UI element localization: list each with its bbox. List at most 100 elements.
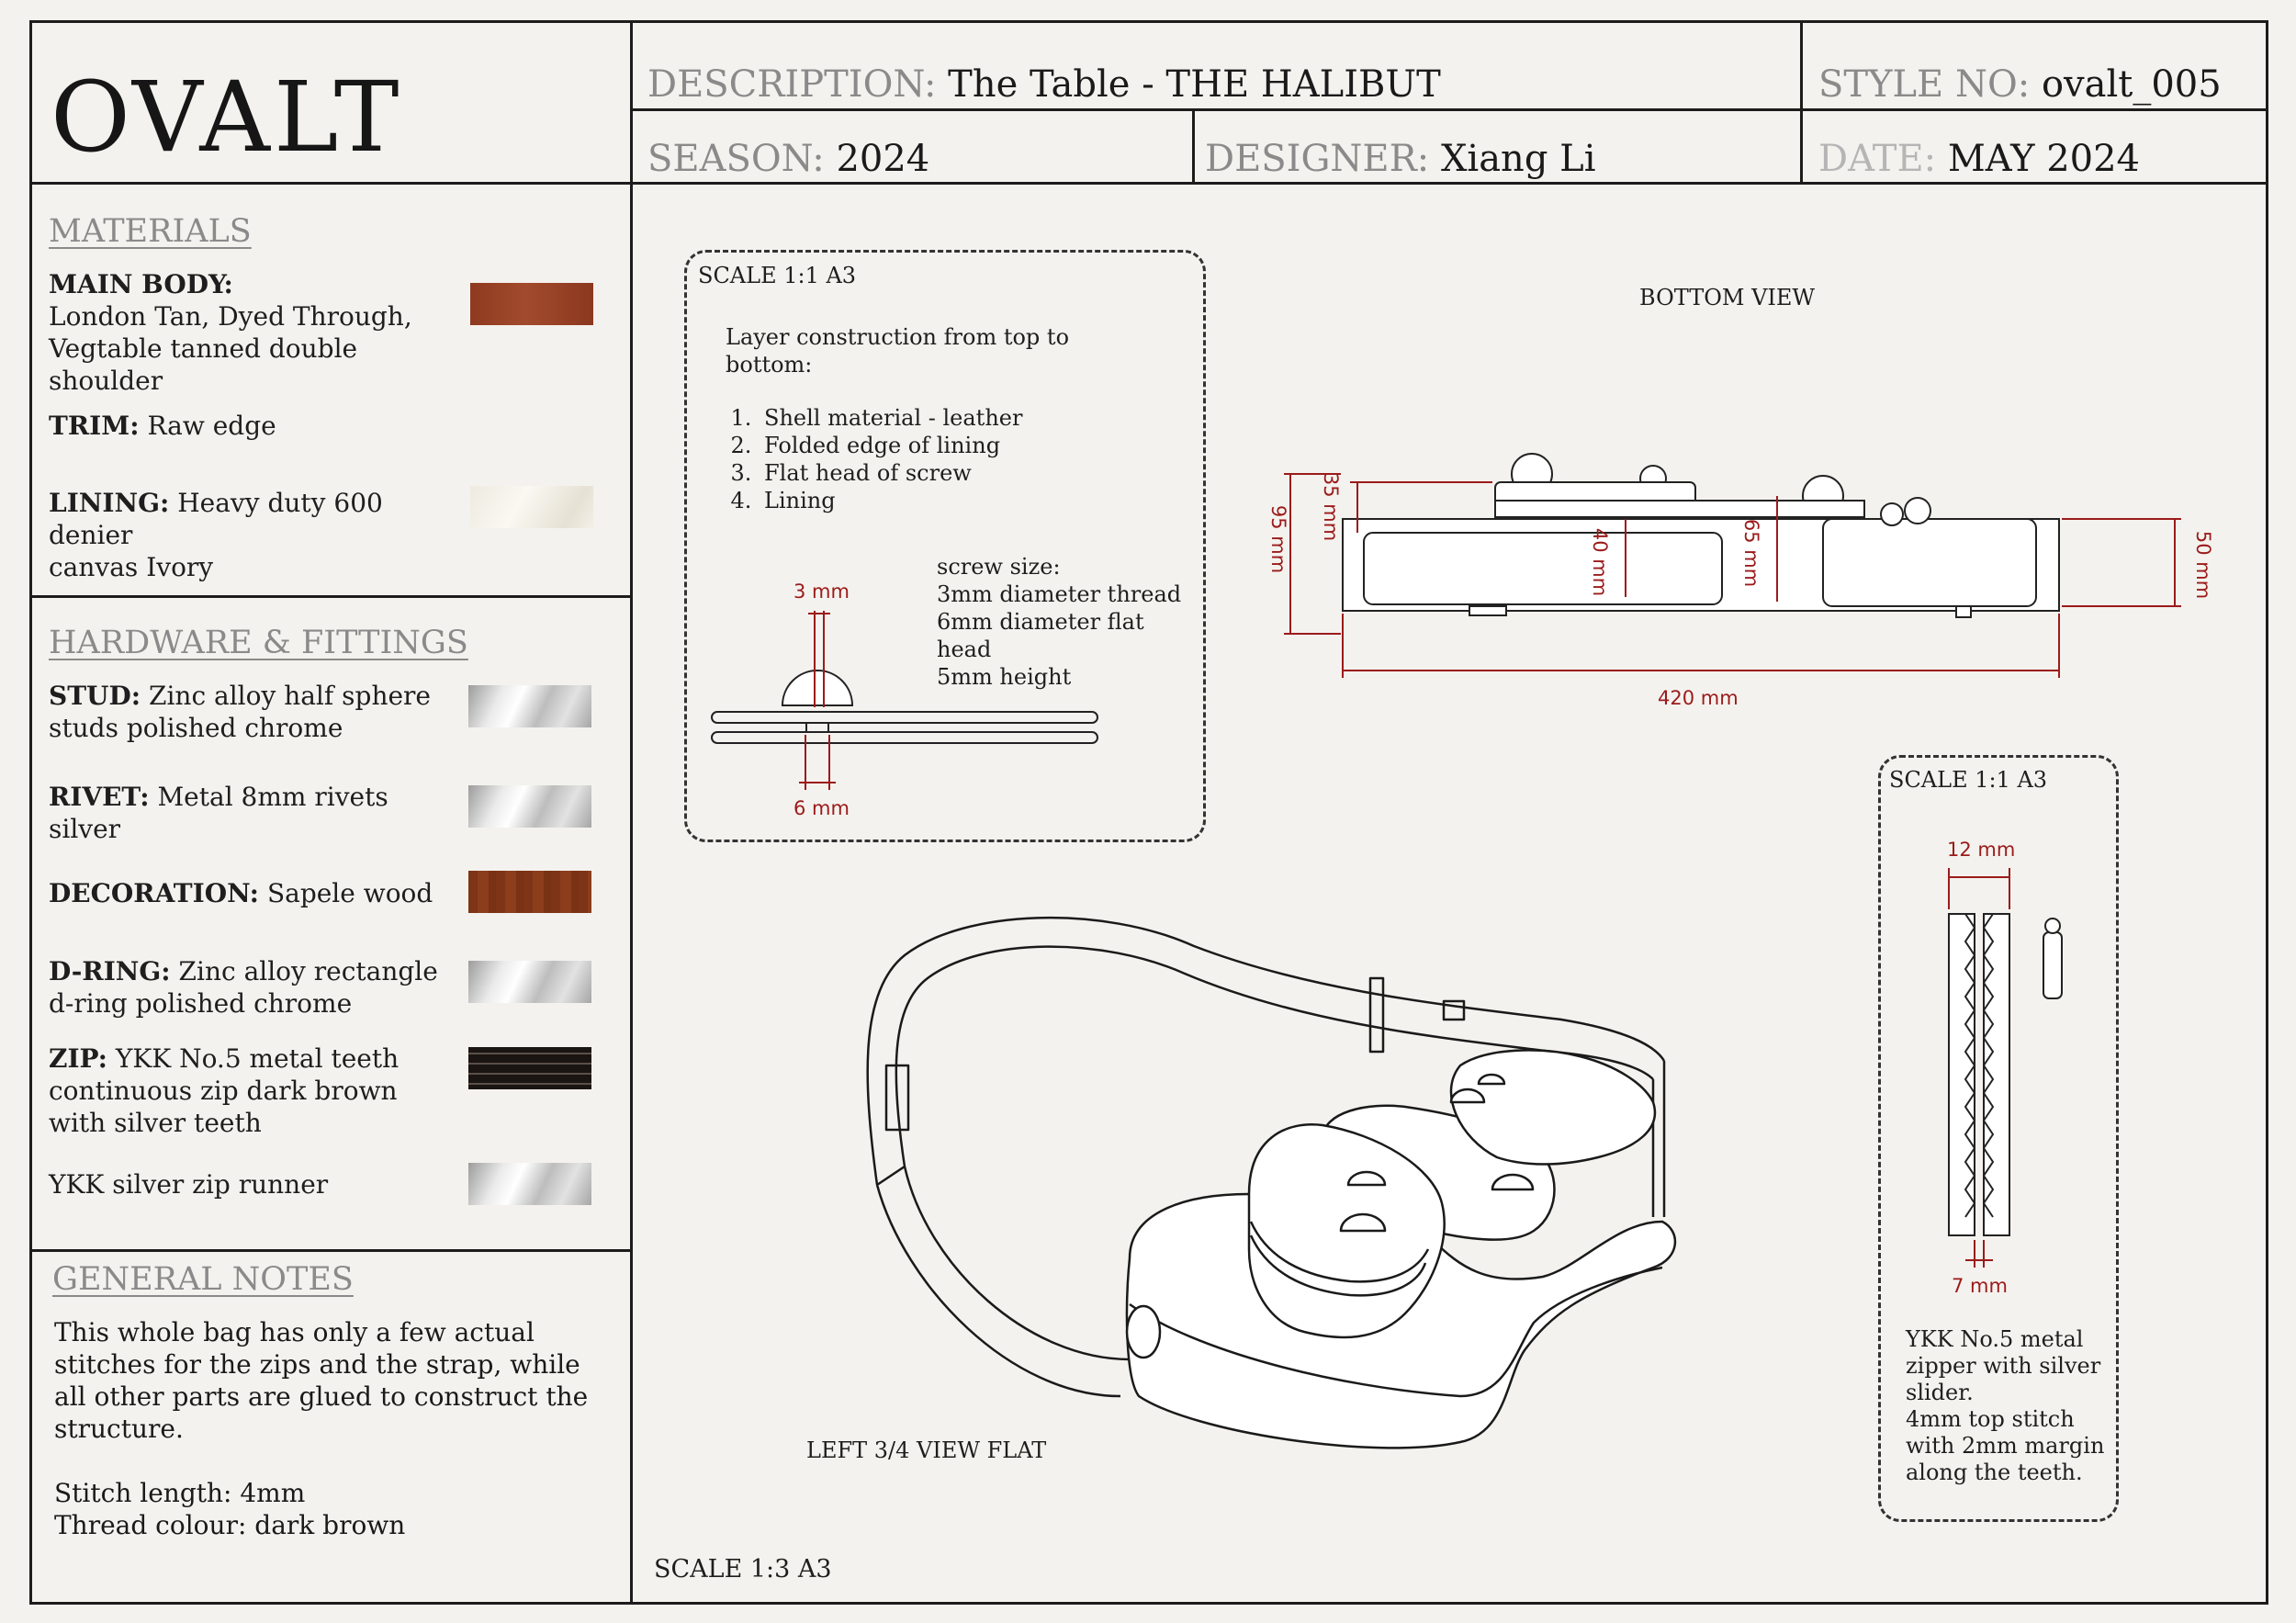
lining-line2: canvas Ivory	[49, 552, 214, 582]
stud-chrome-swatch	[468, 685, 591, 727]
stud	[1477, 1073, 1506, 1086]
screw-size-line1: 3mm diameter thread	[937, 581, 1182, 607]
general-notes-title: GENERAL NOTES	[52, 1261, 354, 1298]
dim-420mm: 420 mm	[1658, 687, 1739, 709]
style-value: ovalt_005	[2041, 63, 2222, 106]
dring-chrome-swatch	[468, 961, 591, 1003]
zipper-scale: SCALE 1:1 A3	[1889, 767, 2048, 793]
lining-line1: Heavy duty 600 denier	[49, 488, 383, 550]
rivet-line2: silver	[49, 814, 121, 844]
zip-spec: ZIP: YKK No.5 metal teeth continuous zip…	[49, 1043, 471, 1139]
notes-line4: structure.	[54, 1414, 184, 1444]
layer-item: Shell material - leather	[759, 404, 1075, 432]
season-label: SEASON:	[647, 138, 825, 180]
strap-buckle	[884, 1064, 910, 1132]
layer-intro-line1: Layer construction from top to	[726, 324, 1070, 350]
dim-7mm: 7 mm	[1952, 1275, 2008, 1297]
layer-list: Shell material - leather Folded edge of …	[726, 404, 1075, 514]
bottom-zip-strip	[1494, 500, 1865, 518]
zipper-note: YKK No.5 metal zipper with silver slider…	[1906, 1326, 2108, 1486]
canvas-ivory-swatch	[470, 486, 593, 528]
strap-lower-inner	[903, 1166, 1131, 1361]
dring-line1: Zinc alloy rectangle	[178, 956, 438, 986]
header-divider	[29, 182, 2268, 185]
general-notes-text: This whole bag has only a few actual sti…	[54, 1316, 614, 1541]
materials-divider	[29, 595, 632, 598]
rear-pouch-lid	[1449, 1049, 1657, 1166]
bottom-clip	[1469, 605, 1507, 616]
main-view-caption: LEFT 3/4 VIEW FLAT	[806, 1437, 1047, 1463]
screw-size: screw size: 3mm diameter thread 6mm diam…	[937, 553, 1194, 691]
screw-size-title: screw size:	[937, 554, 1061, 580]
main-body-label: MAIN BODY:	[49, 269, 233, 299]
screw-detail-box	[684, 250, 1206, 842]
left-column-divider	[630, 20, 633, 1605]
designer-field: DESIGNER: Xiang Li	[1205, 141, 1596, 177]
front-pouch-zip-line2	[1249, 1234, 1427, 1297]
rivet	[1125, 1304, 1162, 1359]
zipper-note-line4: 4mm top stitch	[1906, 1406, 2075, 1432]
screw-size-line2: 6mm diameter flat	[937, 609, 1144, 635]
bag-base-edge	[1129, 1266, 1663, 1398]
dring-label: D-RING:	[49, 956, 171, 986]
decoration-label: DECORATION:	[49, 878, 260, 908]
stud	[1904, 497, 1931, 524]
style-label: STYLE NO:	[1818, 63, 2031, 106]
designer-label: DESIGNER:	[1205, 138, 1430, 180]
rivet-spec: RIVET: Metal 8mm rivets silver	[49, 781, 471, 845]
materials-title: MATERIALS	[49, 213, 252, 250]
layer-intro-line2: bottom:	[726, 352, 813, 378]
zipper-note-line1: YKK No.5 metal	[1906, 1326, 2084, 1352]
notes-line1: This whole bag has only a few actual	[54, 1317, 535, 1347]
zipper-note-line3: slider.	[1906, 1380, 1974, 1405]
layer-construction: Layer construction from top to bottom: S…	[726, 323, 1075, 514]
zipper-detail-box	[1878, 755, 2119, 1522]
stud-spec: STUD: Zinc alloy half sphere studs polis…	[49, 680, 471, 744]
style-field: STYLE NO: ovalt_005	[1818, 66, 2222, 103]
zip-line1: YKK No.5 metal teeth	[115, 1043, 400, 1074]
zip-line2: continuous zip dark brown	[49, 1076, 398, 1106]
notes-line2: stitches for the zips and the strap, whi…	[54, 1349, 580, 1380]
bottom-view-title: BOTTOM VIEW	[1639, 285, 1816, 310]
date-field: DATE: MAY 2024	[1818, 141, 2140, 177]
decoration-spec: DECORATION: Sapele wood	[49, 877, 433, 909]
screw-scale: SCALE 1:1 A3	[698, 263, 857, 288]
stud-line2: studs polished chrome	[49, 713, 343, 743]
screw-size-line4: 5mm height	[937, 664, 1072, 690]
dim-12mm: 12 mm	[1947, 839, 2016, 861]
rivet-label: RIVET:	[49, 782, 150, 812]
zip-line3: with silver teeth	[49, 1108, 262, 1138]
stud-label: STUD:	[49, 681, 141, 711]
sapele-wood-swatch	[468, 871, 591, 913]
rivet-silver-swatch	[468, 785, 591, 828]
strap-outer-edge	[866, 916, 1666, 1186]
hardware-divider	[29, 1249, 632, 1252]
hardware-title: HARDWARE & FITTINGS	[49, 625, 468, 661]
zipper-note-line2: zipper with silver	[1906, 1353, 2101, 1379]
main-body-spec: MAIN BODY: London Tan, Dyed Through, Veg…	[49, 268, 471, 397]
description-label: DESCRIPTION:	[647, 63, 937, 106]
stud	[1449, 1088, 1486, 1104]
layer-item: Lining	[759, 487, 1075, 514]
main-body-line1: London Tan, Dyed Through,	[49, 301, 412, 332]
description-value: The Table - THE HALIBUT	[948, 63, 1441, 106]
dim-screw-thread: 3 mm	[793, 580, 850, 603]
main-body-line2: Vegtable tanned double shoulder	[49, 333, 358, 396]
dim-screw-head: 6 mm	[793, 797, 850, 819]
description-field: DESCRIPTION: The Table - THE HALIBUT	[647, 66, 1441, 103]
notes-line3: all other parts are glued to construct t…	[54, 1381, 589, 1412]
decoration-value: Sapele wood	[266, 878, 433, 908]
header-mid-divider	[632, 108, 2268, 111]
zip-teeth-swatch	[468, 1047, 591, 1089]
trim-spec: TRIM: Raw edge	[49, 410, 276, 442]
d-ring	[1442, 999, 1466, 1021]
zip-slider-pull	[2044, 918, 2061, 934]
strap-lower-left	[875, 1184, 1121, 1398]
zipper-note-line5: with 2mm margin	[1906, 1433, 2105, 1459]
zip-runner-spec: YKK silver zip runner	[49, 1169, 329, 1200]
leather-tan-swatch	[470, 283, 593, 325]
dring-line2: d-ring polished chrome	[49, 988, 353, 1019]
